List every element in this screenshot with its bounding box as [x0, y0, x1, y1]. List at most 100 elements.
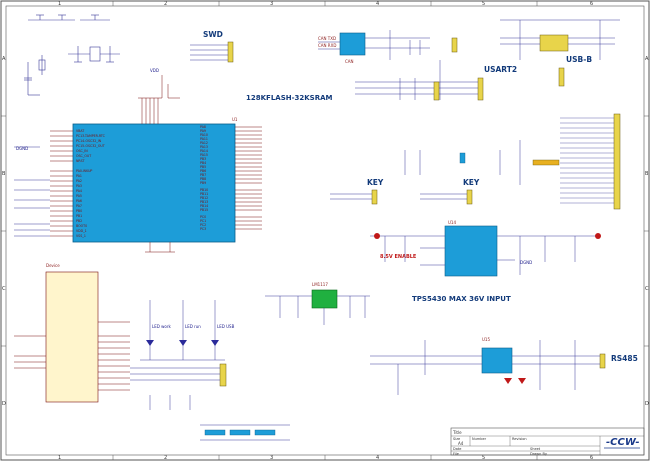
row-label-d-r: D: [645, 401, 649, 407]
crystal-block: [68, 46, 120, 63]
row-label-b: B: [2, 171, 6, 177]
mcu-left-bus: [14, 146, 50, 237]
svg-text:PA5: PA5: [76, 194, 82, 198]
col-label-2: 2: [164, 1, 167, 7]
title-block-logo: -CCW-: [606, 437, 640, 448]
led-indicators: [140, 300, 225, 361]
svg-text:PA2: PA2: [76, 179, 82, 183]
col-label-1b: 1: [58, 455, 61, 461]
svg-text:PC13-TAMPER-RTC: PC13-TAMPER-RTC: [76, 134, 106, 138]
reset-buttons: [28, 14, 110, 21]
usart2-wiring: [355, 60, 478, 100]
left-small-caps: [24, 55, 46, 96]
row-label-b-r: B: [645, 171, 649, 177]
svg-text:PA13: PA13: [200, 145, 208, 149]
svg-text:PB6: PB6: [200, 169, 206, 173]
title-block-size: A4: [458, 441, 464, 446]
svg-text:PA7: PA7: [76, 204, 82, 208]
mcu-title: 128KFLASH-32KSRAM: [246, 94, 333, 102]
vdd-label-top: VDD: [150, 68, 159, 73]
svg-text:PC0: PC0: [200, 215, 206, 219]
rs485-designator: U15: [482, 337, 490, 342]
svg-text:PB9: PB9: [200, 181, 206, 185]
col-label-5: 5: [482, 1, 485, 7]
row-label-d: D: [2, 401, 6, 407]
svg-text:PC15-OSC32_OUT: PC15-OSC32_OUT: [76, 144, 105, 148]
title-block-revision-label: Revision: [512, 437, 527, 441]
expansion-tag: [532, 159, 560, 166]
svg-text:PC14-OSC32_IN: PC14-OSC32_IN: [76, 139, 102, 143]
bottom-connectors: [200, 424, 290, 441]
buck-wiring: [370, 235, 600, 275]
svg-text:PA10: PA10: [200, 133, 208, 137]
col-label-4b: 4: [376, 455, 379, 461]
key2-connector: [466, 189, 473, 205]
svg-text:OSC_IN: OSC_IN: [76, 149, 88, 153]
pwm-driver-pins: [14, 321, 130, 391]
mcu-left-pin-labels: VBAT PC13-TAMPER-RTC PC14-OSC32_IN PC15-…: [76, 129, 106, 238]
swd-heading: SWD: [203, 30, 223, 39]
svg-text:PB15: PB15: [200, 208, 208, 212]
svg-text:PB10: PB10: [200, 188, 208, 192]
key2-heading: KEY: [463, 178, 480, 187]
led-usb-label: LED USB: [217, 324, 235, 329]
svg-text:PC1: PC1: [200, 219, 206, 223]
bottom-header-wiring: [130, 367, 220, 410]
pwm-driver-module: [45, 271, 99, 403]
tps-title: TPS5430 MAX 36V INPUT: [412, 295, 511, 303]
svg-text:PA3: PA3: [76, 184, 82, 188]
svg-text:PB4: PB4: [200, 161, 206, 165]
title-block-size-label: Size: [453, 437, 460, 441]
col-label-4: 4: [376, 1, 379, 7]
svg-text:PA9: PA9: [200, 129, 206, 133]
key1-heading: KEY: [367, 178, 384, 187]
mcu-top-pins: [138, 75, 180, 253]
can-wiring: [318, 30, 430, 60]
row-label-c: C: [2, 286, 6, 292]
expansion-header-wiring: [560, 117, 614, 204]
svg-text:PB5: PB5: [200, 165, 206, 169]
svg-text:BOOT0: BOOT0: [76, 224, 87, 228]
frame-column-markers: 1 2 3 4 5 6 1 2 3 4 5 6: [58, 1, 593, 461]
swd-connector: [190, 41, 234, 63]
title-block-title-label: Title: [452, 430, 462, 435]
svg-text:NRST: NRST: [76, 159, 85, 163]
key-jumper: [459, 152, 466, 164]
col-label-3: 3: [270, 1, 273, 7]
mcu-chip: [72, 123, 236, 243]
mcu-right-pins: [235, 126, 262, 230]
col-label-1: 1: [58, 1, 61, 7]
svg-text:VDD_1: VDD_1: [76, 229, 87, 233]
led-work-label: LED work: [152, 324, 171, 329]
col-label-3b: 3: [270, 455, 273, 461]
svg-text:PB11: PB11: [200, 192, 208, 196]
title-block-number-label: Number: [472, 437, 487, 441]
usart2-connector: [477, 77, 484, 101]
usb-header: [558, 67, 565, 87]
svg-text:VBAT: VBAT: [76, 129, 84, 133]
usb-wiring: [500, 19, 620, 60]
col-label-5b: 5: [482, 455, 485, 461]
key1-connector: [371, 189, 378, 205]
svg-text:PB0: PB0: [76, 209, 82, 213]
svg-text:PC3: PC3: [200, 227, 206, 231]
usart-jumper: [433, 81, 440, 101]
expansion-header: [613, 113, 621, 210]
can-transceiver: [339, 32, 366, 56]
title-block-drawn-label: Drawn By: [530, 452, 547, 456]
svg-text:OSC_OUT: OSC_OUT: [76, 154, 91, 158]
title-block-sheet-label: Sheet: [530, 447, 541, 451]
svg-text:PA15: PA15: [200, 153, 208, 157]
svg-text:PB1: PB1: [76, 214, 82, 218]
svg-text:VSS_1: VSS_1: [76, 234, 86, 238]
can-rx-net: CAN RXD: [318, 43, 336, 48]
rs485-transceiver: [481, 347, 513, 374]
svg-text:PA6: PA6: [76, 199, 82, 203]
buck-designator: U14: [448, 220, 456, 225]
usbb-heading: USB-B: [566, 55, 592, 64]
usart2-heading: USART2: [484, 65, 517, 74]
title-block-file-label: File: [453, 452, 459, 456]
svg-text:PA4: PA4: [76, 189, 82, 193]
svg-text:PA0-WKUP: PA0-WKUP: [76, 169, 92, 173]
